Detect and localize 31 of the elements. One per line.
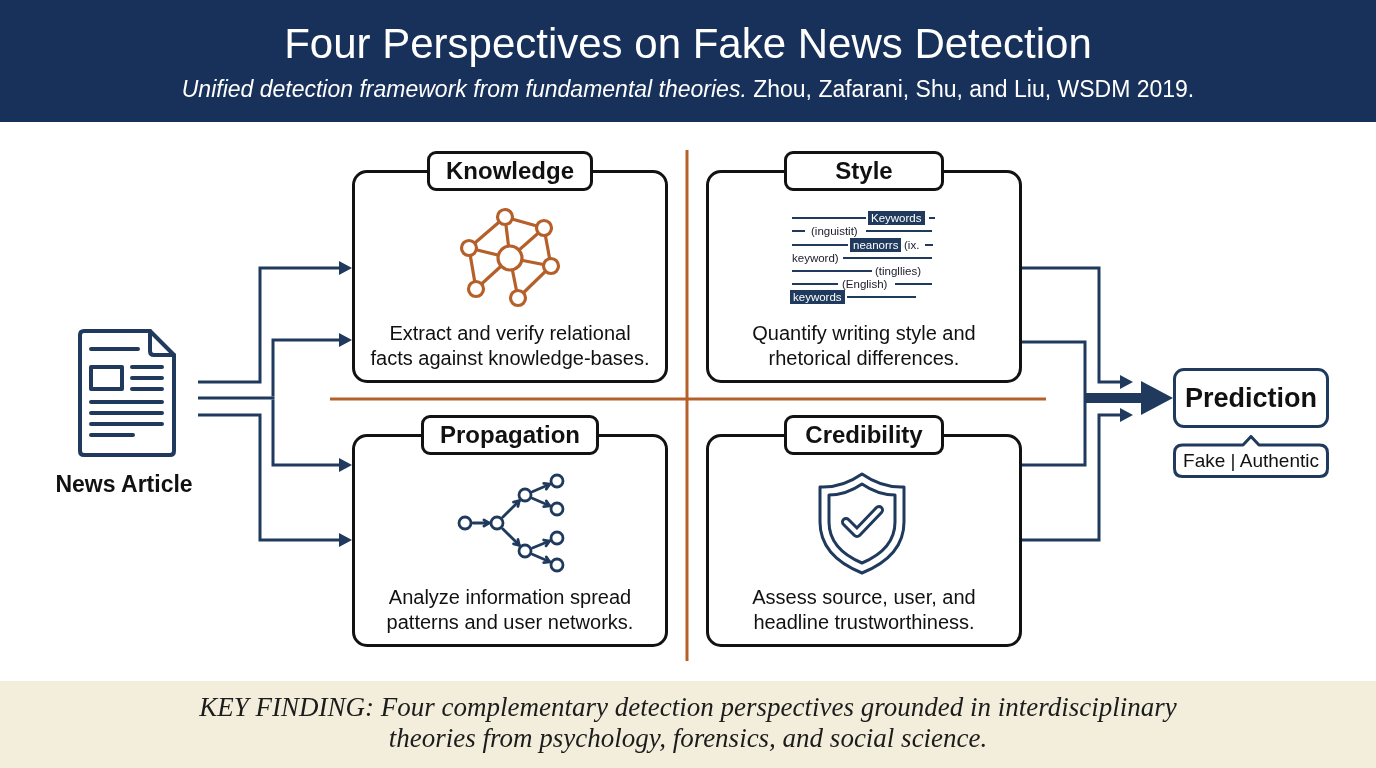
panel-description: Quantify writing style and rhetorical differences. <box>751 321 977 371</box>
arrow <box>271 399 352 472</box>
key-finding-text: KEY FINDING: Four complementary detection perspectives grounded in interdisciplinary theories from psychology, forensics, and social science. <box>198 692 1178 754</box>
connector-line <box>1022 403 1087 467</box>
node-label: Fake | Authentic <box>1183 449 1319 472</box>
panel-description: Extract and verify relational facts against knowledge-bases. <box>369 321 651 371</box>
node-label: Prediction <box>1185 382 1317 414</box>
panel-heading: Knowledge <box>427 151 593 191</box>
snippet-text: (tingllies) <box>875 264 921 278</box>
diagram-title: Four Perspectives on Fake News Detection <box>284 20 1092 68</box>
snippet-text: keyword) <box>792 251 839 265</box>
snippet-text: (inguistit) <box>811 224 858 238</box>
keyword-tag: neanorrs <box>850 238 902 252</box>
panel-description: Analyze information spread patterns and user networks. <box>385 585 635 635</box>
arrow <box>1022 266 1133 389</box>
panel-description: Assess source, user, and headline trustworthiness. <box>751 585 977 635</box>
output-box <box>1173 368 1329 428</box>
panel-heading: Credibility <box>784 415 944 455</box>
snippet-text: (English) <box>842 277 888 291</box>
connector-line <box>1022 340 1087 393</box>
panel-heading: Style <box>784 151 944 191</box>
panel-heading: Propagation <box>421 415 599 455</box>
keyword-tag: Keywords <box>868 211 925 225</box>
keyword-tag: keywords <box>790 290 845 304</box>
snippet-text: (ix. <box>904 238 920 252</box>
subtitle-text: Unified detection framework from fundamental theories. Zhou, Zafarani, Shu, and Liu, WSDM 2019. <box>181 75 1195 103</box>
node-label: News Article <box>55 470 193 498</box>
arrow <box>198 261 352 384</box>
arrow <box>1022 408 1133 542</box>
arrow <box>1083 381 1173 415</box>
arrow <box>198 413 352 547</box>
